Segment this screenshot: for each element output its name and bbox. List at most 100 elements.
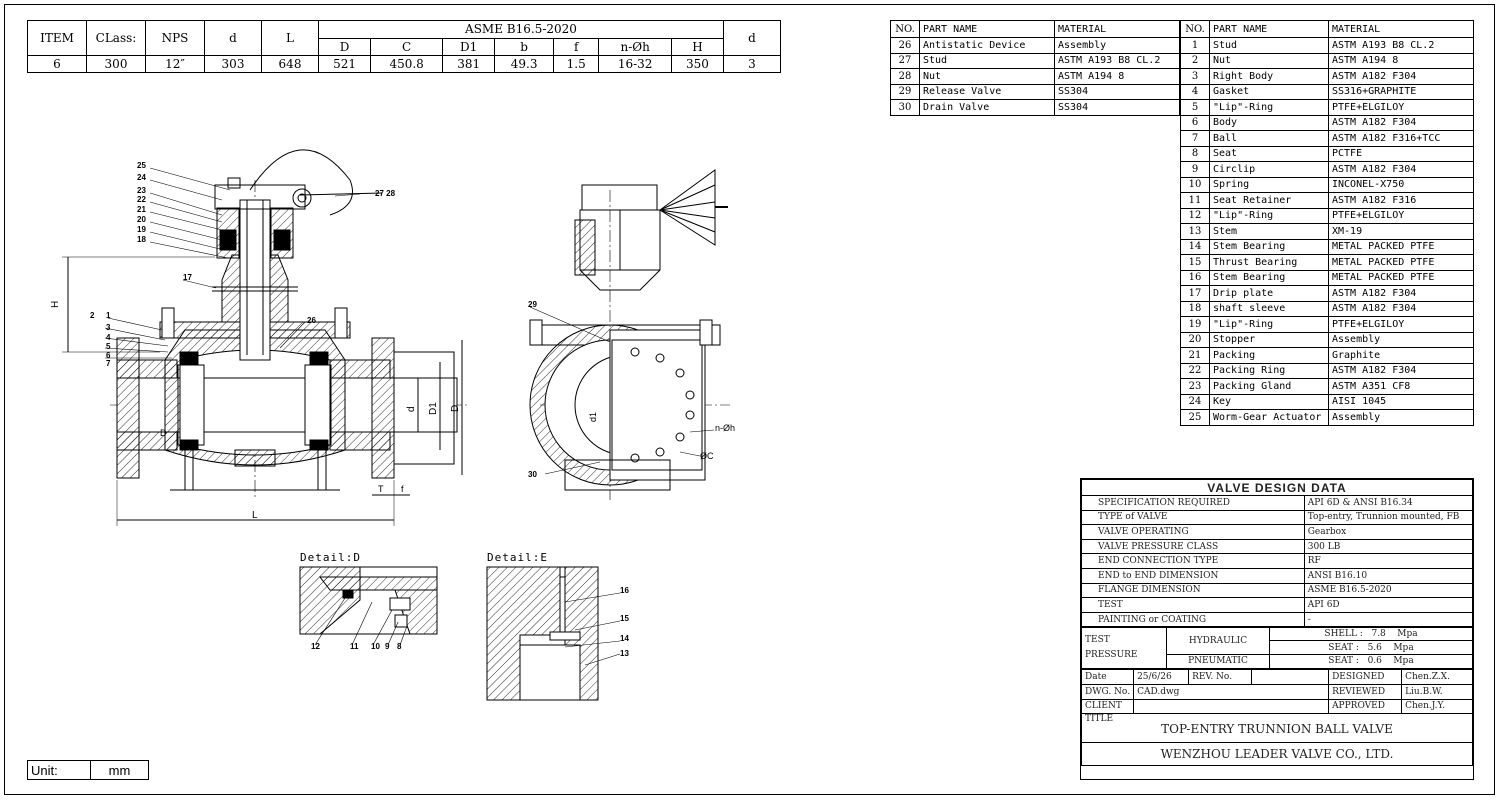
part-name: Seat: [1209, 145, 1329, 162]
detail-e: 16 15 14 13: [486, 566, 629, 701]
part-no: 7: [1180, 130, 1210, 147]
part-material: ASTM A182 F304: [1328, 68, 1474, 85]
part-name: Body: [1209, 114, 1329, 131]
part-name: Nut: [1209, 52, 1329, 69]
approved-label: APPROVED: [1328, 698, 1403, 715]
svg-text:23: 23: [137, 186, 146, 195]
svg-text:7: 7: [106, 359, 111, 368]
part-name: Stem Bearing: [1209, 269, 1329, 286]
hydraulic-label: HYDRAULIC: [1166, 627, 1270, 655]
design-row-value: ASME B16.5-2020: [1303, 582, 1474, 599]
detail-e-title: Detail:E: [487, 551, 548, 564]
design-row-label: FLANGE DIMENSION: [1081, 582, 1305, 599]
col-no: NO.: [1180, 20, 1210, 38]
svg-text:2: 2: [90, 311, 95, 320]
part-material: INCONEL-X750: [1328, 176, 1474, 193]
pneumatic-label: PNEUMATIC: [1166, 653, 1270, 670]
unit-value: mm: [90, 760, 149, 780]
detail-d-mark: D: [160, 428, 167, 438]
part-no: 16: [1180, 269, 1210, 286]
part-material: ASTM A351 CF8: [1328, 378, 1474, 395]
design-row-value: API 6D: [1303, 597, 1474, 613]
svg-text:20: 20: [137, 215, 146, 224]
part-material: SS304: [1054, 99, 1180, 116]
part-no: 22: [1180, 362, 1210, 379]
part-material: ASTM A182 F316: [1328, 192, 1474, 209]
part-name: Release Valve: [919, 83, 1055, 100]
part-no: 29: [890, 83, 920, 100]
value-cell: 300: [86, 55, 146, 73]
svg-text:25: 25: [137, 161, 146, 170]
svg-text:9: 9: [385, 642, 390, 651]
callout-labels-right: 29 30: [528, 300, 537, 479]
value-cell: 12″: [145, 55, 205, 73]
part-material: XM-19: [1328, 223, 1474, 240]
shell-row: SHELL : 7.8 Mpa: [1269, 627, 1473, 642]
svg-text:11: 11: [350, 642, 359, 651]
part-name: Antistatic Device: [919, 37, 1055, 54]
part-material: ASTM A194 8: [1328, 52, 1474, 69]
design-row-label: VALVE OPERATING: [1081, 524, 1305, 540]
design-row: PAINTING or COATING-: [1081, 611, 1474, 628]
part-material: PTFE+ELGILOY: [1328, 316, 1474, 333]
design-row-label: TEST: [1081, 597, 1305, 613]
svg-text:14: 14: [620, 634, 629, 643]
dim-D: D: [450, 405, 461, 412]
design-row-value: 300 LB: [1303, 538, 1474, 555]
unit-label: Unit:: [27, 760, 91, 780]
svg-text:24: 24: [137, 173, 146, 182]
part-name: Spring: [1209, 176, 1329, 193]
part-material: Assembly: [1054, 37, 1180, 54]
part-name: shaft sleeve: [1209, 300, 1329, 317]
part-name: Thrust Bearing: [1209, 254, 1329, 271]
svg-text:1: 1: [106, 311, 111, 320]
part-name: "Lip"-Ring: [1209, 99, 1329, 116]
header-nps: NPS: [145, 20, 205, 56]
value-cell: 303: [204, 55, 262, 73]
part-no: 4: [1180, 83, 1210, 100]
svg-text:30: 30: [528, 470, 537, 479]
company-name: WENZHOU LEADER VALVE CO., LTD.: [1081, 742, 1473, 767]
part-material: ASTM A182 F304: [1328, 285, 1474, 302]
part-no: 20: [1180, 331, 1210, 348]
part-name: Packing Ring: [1209, 362, 1329, 379]
drawing-frame: [4, 4, 1495, 795]
design-row-label: PAINTING or COATING: [1081, 611, 1305, 628]
dim-d1-side: d1: [588, 412, 598, 422]
part-material: Graphite: [1328, 347, 1474, 364]
part-no: 1: [1180, 37, 1210, 54]
part-no: 21: [1180, 347, 1210, 364]
part-material: PTFE+ELGILOY: [1328, 207, 1474, 224]
part-no: 14: [1180, 238, 1210, 255]
rev-value: [1251, 669, 1330, 685]
header-asme-c: C: [370, 37, 444, 56]
part-material: PTFE+ELGILOY: [1328, 99, 1474, 116]
part-no: 23: [1180, 378, 1210, 395]
date-value: 25/6/26: [1133, 669, 1190, 685]
header-d-last: d: [723, 20, 781, 56]
design-row-label: END CONNECTION TYPE: [1081, 553, 1305, 569]
value-cell: 381: [442, 55, 496, 73]
part-material: ASTM A182 F304: [1328, 300, 1474, 317]
value-cell: 450.8: [370, 55, 444, 73]
part-material: Assembly: [1328, 331, 1474, 348]
detail-d-callouts: 12 11 10 9 8: [311, 642, 402, 651]
part-no: 24: [1180, 393, 1210, 410]
value-cell: 350: [670, 55, 725, 73]
part-no: 10: [1180, 176, 1210, 193]
side-section-view: 29 30 n-Øh ØC d1: [528, 169, 735, 500]
header-asme: ASME B16.5-2020: [318, 20, 724, 39]
